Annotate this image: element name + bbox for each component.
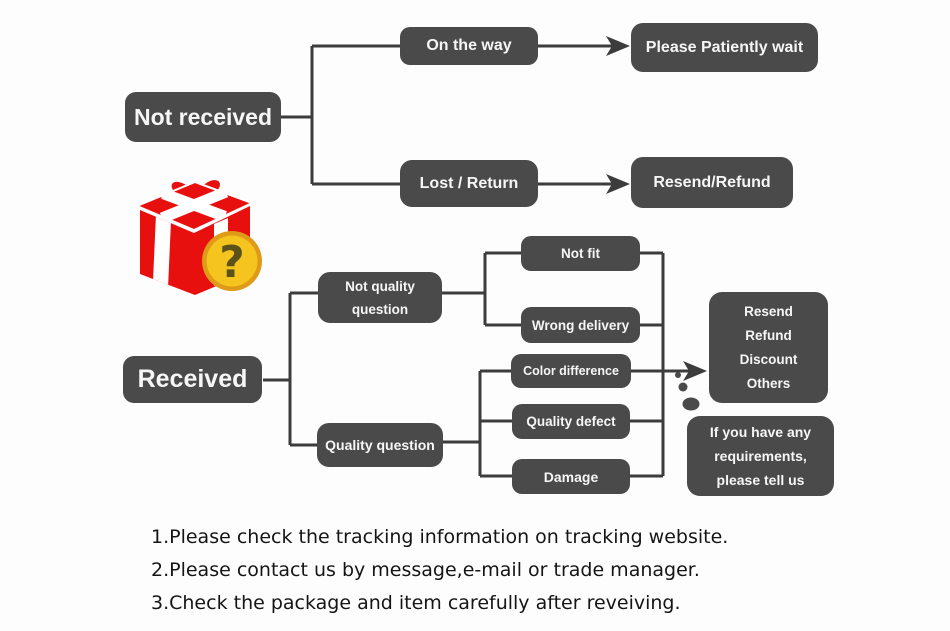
node-label: Color difference — [523, 364, 619, 378]
node-label-line: Others — [746, 375, 791, 391]
node-label: On the way — [426, 37, 512, 54]
node-label: Not fit — [561, 246, 600, 261]
node-label-line: requirements, — [714, 448, 807, 464]
node-label-line: Discount — [739, 351, 798, 367]
node-label: Not received — [133, 103, 273, 130]
node-label: Damage — [543, 468, 599, 485]
node-lost-return: Lost / Return — [400, 160, 538, 207]
gift-lid — [134, 180, 255, 232]
node-label: Received — [137, 365, 248, 393]
node-not-quality-question: Not quality question — [318, 272, 442, 323]
node-label: Lost / Return — [419, 174, 519, 192]
node-label: Quality defect — [526, 414, 616, 429]
gift-box-icon: ? — [134, 180, 262, 295]
node-label-line: If you have any — [709, 424, 812, 440]
node-please-patiently-wait: Please Patiently wait — [631, 23, 818, 72]
node-label-line: Resend — [744, 303, 793, 319]
node-quality-defect: Quality defect — [512, 404, 630, 439]
node-quality-question: Quality question — [317, 423, 443, 467]
question-mark-glyph: ? — [219, 237, 245, 288]
arrow-right-icon — [606, 36, 630, 56]
node-on-the-way: On the way — [400, 27, 538, 65]
note-line-2: 2.Please contact us by message,e-mail or… — [151, 559, 700, 581]
node-label-line: please tell us — [716, 472, 805, 488]
node-label-line: Not quality — [345, 278, 415, 294]
node-outcomes: Resend Refund Discount Others — [709, 292, 828, 403]
arrow-right-icon — [606, 174, 630, 194]
node-label: Please Patiently wait — [645, 38, 804, 56]
thought-dots-icon — [675, 372, 700, 411]
note-line-3: 3.Check the package and item carefully a… — [151, 592, 681, 614]
question-coin-icon: ? — [202, 231, 262, 291]
node-color-difference: Color difference — [511, 354, 631, 388]
node-received: Received — [123, 356, 262, 403]
node-label-line: question — [351, 301, 409, 317]
node-requirements: If you have any requirements, please tel… — [687, 416, 834, 496]
node-damage: Damage — [512, 459, 630, 494]
node-label: Resend/Refund — [653, 173, 771, 191]
node-not-fit: Not fit — [521, 236, 640, 271]
node-wrong-delivery: Wrong delivery — [521, 307, 640, 343]
node-resend-refund: Resend/Refund — [631, 157, 793, 208]
note-line-1: 1.Please check the tracking information … — [151, 526, 729, 548]
node-label-line: Refund — [745, 327, 792, 343]
node-not-received: Not received — [125, 92, 281, 142]
arrow-right-icon — [683, 361, 707, 381]
node-label: Quality question — [325, 437, 435, 453]
node-label: Wrong delivery — [531, 317, 630, 333]
